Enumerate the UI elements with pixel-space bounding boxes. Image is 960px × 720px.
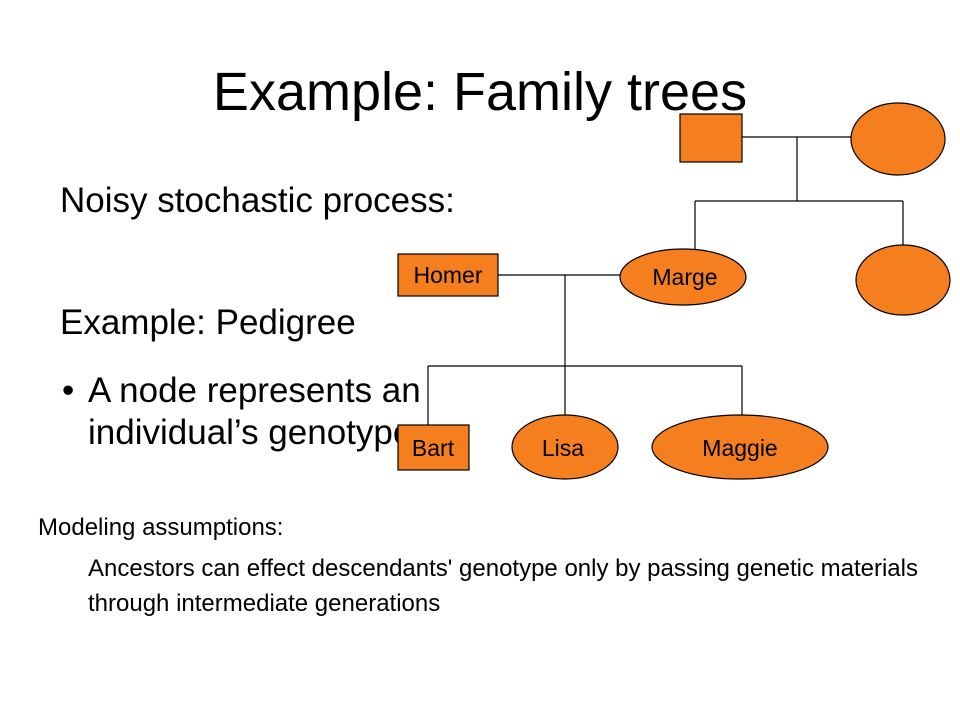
assumptions-heading: Modeling assumptions: [38,514,284,541]
grandfather-node [679,113,743,163]
tree-nodes [397,102,951,480]
homer-label: Homer [413,262,482,288]
lisa-node [511,414,619,480]
bullet-dot-icon: • [62,371,75,410]
maggie-node [651,414,829,480]
marge-label: Marge [652,264,717,290]
bullet-text: A node represents an individual’s genoty… [88,371,421,452]
maggie-label: Maggie [702,435,777,461]
aunt-node [855,244,951,316]
homer-node [397,253,499,297]
slide-title: Example: Family trees [212,62,748,122]
assumptions-text: Ancestors can effect descendants' genoty… [88,555,918,617]
tree-lines [427,136,904,425]
node-labels: Homer Marge Bart Lisa Maggie [412,262,778,461]
bart-label: Bart [412,435,455,461]
subtitle: Noisy stochastic process: [60,181,455,220]
lisa-label: Lisa [542,435,584,461]
bart-node [397,424,470,471]
marge-node [619,248,747,306]
example-heading: Example: Pedigree [60,303,356,342]
grandmother-node [850,102,946,176]
